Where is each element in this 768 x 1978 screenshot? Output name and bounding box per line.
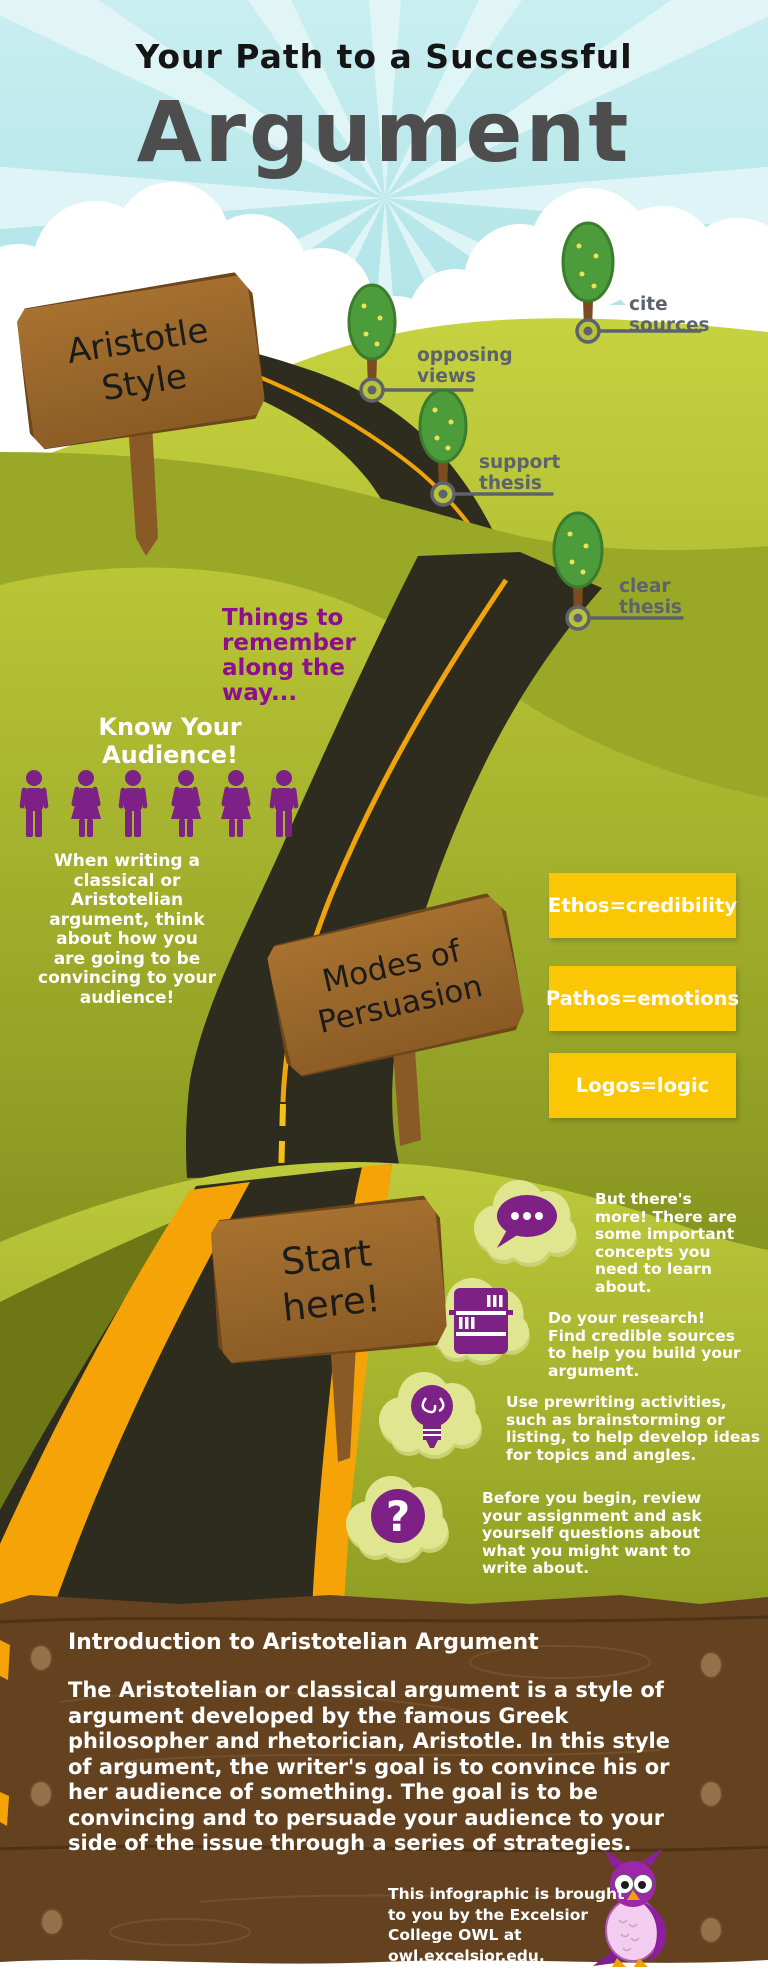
sign-post [330,1340,356,1462]
tree-icon [561,221,702,344]
sign-post [392,1034,421,1146]
milestone-label-opposing-views: opposing views [417,345,513,387]
mode-box-logos: Logos=logic [549,1053,736,1118]
footer-credit-line3: College OWL at [388,1926,522,1944]
sign-posts [128,422,421,1462]
tip-clouds: ? [346,1180,577,1563]
nail-icon [29,1780,53,1808]
audience-text: When writing a classical or Aristotelian… [38,851,216,1008]
page-title: Argument [136,83,632,181]
mode-box-pathos-label: Pathos=emotions [545,987,740,1010]
milestone-trees [347,221,702,631]
footer-credit-line4: owl.excelsior.edu. [388,1946,545,1965]
milestone-label-clear-thesis: clear thesis [619,576,682,618]
nail-icon [29,1644,53,1672]
tip-text-research: Do your research! Find credible sources … [548,1309,741,1380]
nail-icon [699,1651,723,1679]
footer-credit-line2: to you by the Excelsior [388,1905,589,1924]
audience-heading: Know Your Audience! [98,713,242,769]
tree-icon [418,388,554,507]
page-subtitle: Your Path to a Successful [135,37,633,76]
milestone-label-support-thesis: support thesis [479,452,561,494]
sign-start-here: Start here! [205,1194,453,1368]
mode-box-pathos: Pathos=emotions [545,966,740,1031]
speech-bubble-icon [497,1195,557,1248]
mode-box-ethos: Ethos=credibility [548,873,737,938]
board-heading: Introduction to Aristotelian Argument [68,1630,539,1655]
tip-text-more-concepts: But there's more! There are some importa… [595,1190,737,1296]
tip-text-prewriting: Use prewriting activities, such as brain… [506,1393,761,1464]
reminder-text: Things to remember along the way... [222,605,356,706]
board-text: The Aristotelian or classical argument i… [68,1678,670,1855]
nail-icon [699,1916,723,1944]
svg-text:?: ? [386,1492,410,1541]
tree-icon [552,511,684,631]
nail-icon [40,1908,64,1936]
milestone-label-cite-sources: cite sources [629,294,710,336]
wood-board [0,1595,768,1978]
owl-icon [593,1848,667,1967]
nail-icon [699,1780,723,1808]
tree-icon [347,283,474,403]
bookshelf-icon [449,1288,513,1354]
lightbulb-icon [411,1385,453,1448]
question-mark-icon: ? [371,1489,425,1543]
tip-text-review-assignment: Before you begin, review your assignment… [482,1489,702,1577]
mode-box-ethos-label: Ethos=credibility [548,894,737,917]
sign-start-line2: here! [280,1276,383,1330]
footer-credit-line1: This infographic is brought [388,1885,625,1903]
nail-icons [29,1644,723,1944]
sign-post [128,422,158,556]
mode-box-logos-label: Logos=logic [575,1074,710,1097]
footer-credit: This infographic is brought to you by th… [388,1884,628,1966]
